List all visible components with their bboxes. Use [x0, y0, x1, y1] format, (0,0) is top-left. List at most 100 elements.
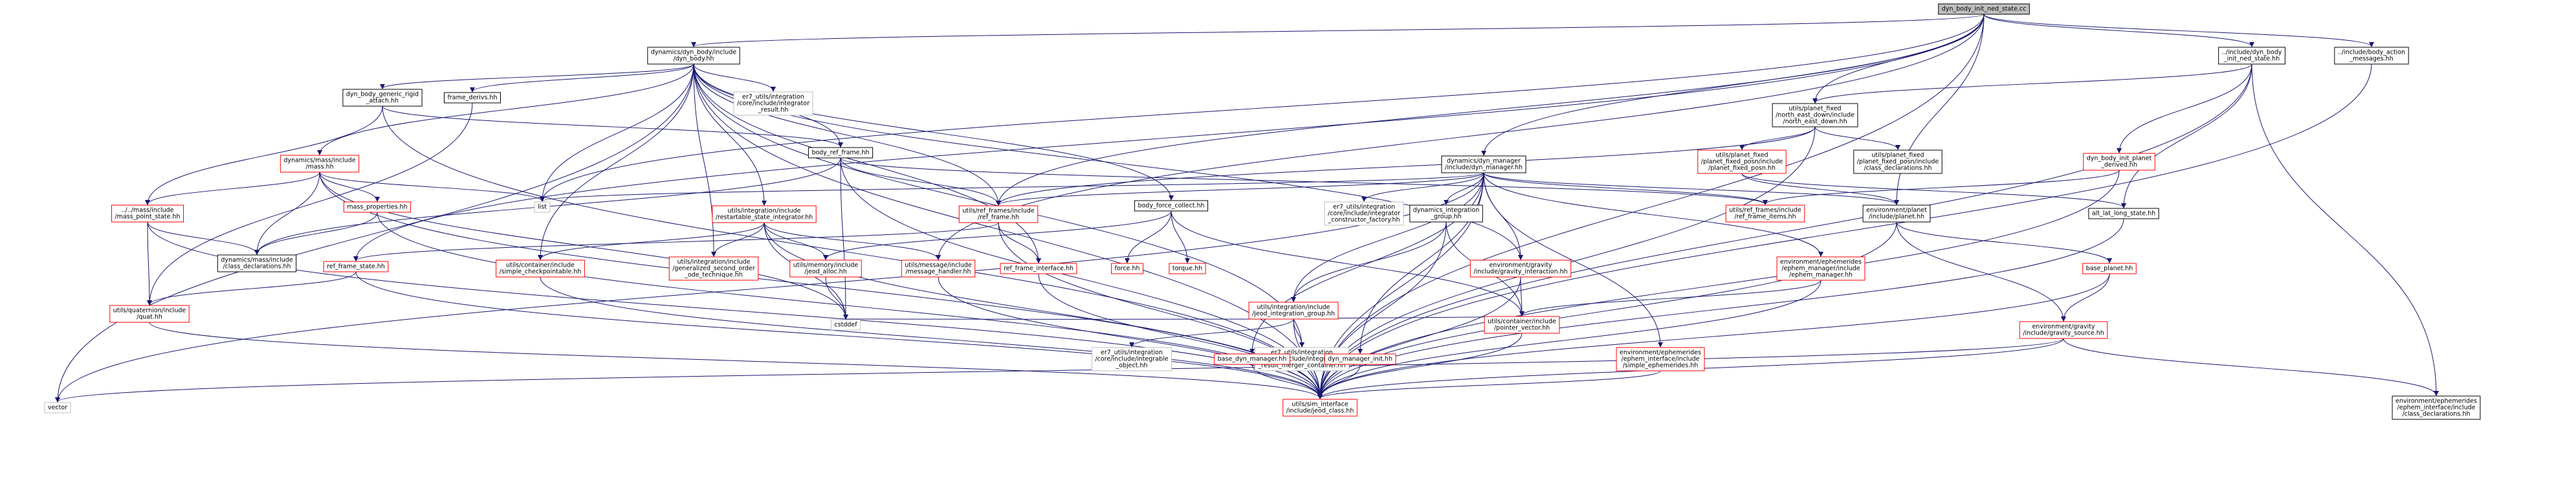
- node-planet-derived[interactable]: dyn_body_init_planet_derived.hh: [2083, 153, 2155, 171]
- node-er7-merger: er7_utils/integration/core/include/integ…: [1255, 347, 1349, 371]
- dependency-nodes: dyn_body_init_ned_state.cc dynamics/dyn_b…: [44, 3, 2481, 420]
- edge-simple-ephem-to-jeod-class: [1317, 370, 1661, 399]
- node-torque[interactable]: torque.hh: [1169, 263, 1206, 274]
- edge-base-planet-to-jeod-class: [1317, 273, 2110, 399]
- node-restartable[interactable]: utils/integration/include/restartable_st…: [712, 205, 817, 223]
- node-env-planet[interactable]: environment/planet/include/planet.hh: [1862, 204, 1931, 223]
- node-ref-frame-state[interactable]: ref_frame_state.hh: [323, 261, 389, 272]
- node-ref-frame-items[interactable]: utils/ref_frames/include/ref_frame_items…: [1725, 204, 1805, 223]
- node-dyn-body[interactable]: dynamics/dyn_body/include/dyn_body.hh: [647, 47, 740, 65]
- edge-dyn-body-to-gen-second-order: [693, 63, 716, 257]
- node-ned-hh[interactable]: utils/planet_fixed/north_east_down/inclu…: [1772, 103, 1858, 127]
- node-simple-ephem[interactable]: environment/ephemerides/ephem_interface/…: [1616, 347, 1705, 371]
- node-base-planet[interactable]: base_planet.hh: [2082, 263, 2137, 274]
- node-mass-props[interactable]: mass_properties.hh: [343, 201, 412, 213]
- node-ref-frames-rf[interactable]: utils/ref_frames/include/ref_frame.hh: [958, 205, 1039, 223]
- node-box: [808, 147, 874, 159]
- node-label-line: _result.hh: [758, 107, 789, 114]
- node-ref-frame-iface[interactable]: ref_frame_interface.hh: [1000, 263, 1077, 274]
- node-label-line: /ephem_interface/include: [1622, 356, 1700, 363]
- node-box: [1091, 347, 1172, 371]
- node-root[interactable]: dyn_body_init_ned_state.cc: [1938, 3, 2030, 15]
- edge-dyn-manager-to-jeod-integ-group: [1291, 172, 1484, 302]
- node-vector: vector: [44, 402, 71, 414]
- node-generic-rigid[interactable]: dyn_body_generic_rigid_attach.hh: [342, 89, 423, 107]
- node-pfp-hh[interactable]: utils/planet_fixed/planet_fixed_posn/inc…: [1697, 149, 1787, 174]
- edge-env-planet-to-gravity-source: [1896, 221, 2066, 322]
- edge-dyn-body-to-restartable: [693, 63, 767, 206]
- node-simple-ckpt[interactable]: utils/container/include/simple_checkpoin…: [496, 260, 585, 278]
- node-body-action-msg[interactable]: ../include/body_action_messages.hh: [2334, 47, 2409, 65]
- edge-dyn-manager-to-dyn-integ-group: [1444, 172, 1484, 205]
- edge-mass-hh-to-mass-point-state: [145, 171, 320, 205]
- node-force[interactable]: force.hh: [1111, 263, 1143, 274]
- edge-ned-hh-to-pf-class-decl: [1814, 126, 1900, 150]
- edge-dyn-body-to-mass-hh: [317, 63, 694, 155]
- node-label-line: /include/gravity_source.hh: [2023, 330, 2104, 337]
- node-box: [1697, 149, 1787, 174]
- node-label-line: dynamics/dyn_body/include: [651, 49, 736, 56]
- edge-body-force-to-jeod-alloc: [823, 210, 1172, 260]
- node-label-line: ref_frame_state.hh: [327, 263, 385, 271]
- edge-dyn-body-to-er7-integ-result: [693, 63, 776, 92]
- node-ephem-class-decl[interactable]: environment/ephemerides/ephem_interface/…: [2392, 395, 2481, 420]
- node-box: [343, 201, 412, 213]
- dependency-edges: [55, 14, 2439, 403]
- node-box: [668, 256, 759, 281]
- node-label-line: /ephem_manager/include: [1781, 265, 1860, 272]
- node-jeod-integ-group[interactable]: utils/integration/include/jeod_integrati…: [1248, 302, 1339, 320]
- edge-root-to-env-planet: [1894, 14, 1985, 205]
- edge-mass-point-state-to-jeod-class: [147, 221, 1323, 399]
- node-label-line: cstddef: [834, 322, 857, 329]
- node-dyn-mgr-init[interactable]: dyn_manager_init.hh: [1324, 353, 1396, 365]
- edge-dyn-integ-group-to-jeod-integ-group: [1291, 221, 1447, 302]
- node-box: [958, 205, 1039, 223]
- node-gravity-interaction[interactable]: environment/gravity/include/gravity_inte…: [1470, 260, 1572, 278]
- node-quat[interactable]: utils/quaternion/include/quat.hh: [109, 305, 190, 323]
- edge-dyn-body-to-list: [540, 63, 694, 202]
- edge-dyn-body-to-body-force: [693, 63, 1174, 201]
- node-box: [2083, 153, 2155, 171]
- node-gravity-source[interactable]: environment/gravity/include/gravity_sour…: [2019, 321, 2108, 339]
- node-label-line: _ode_technique.hh: [684, 272, 743, 279]
- node-box: [217, 254, 297, 272]
- node-init-ned[interactable]: ../include/dyn_body_init_ned_state.hh: [2218, 47, 2285, 65]
- edge-restartable-to-simple-ckpt: [538, 222, 765, 260]
- node-body-force[interactable]: body_force_collect.hh: [1134, 200, 1209, 212]
- node-dyn-integ-group[interactable]: dynamics_integration_group.hh: [1409, 204, 1483, 223]
- node-mass-hh[interactable]: dynamics/mass/include/mass.hh: [280, 155, 360, 173]
- node-pf-class-decl[interactable]: utils/planet_fixed/planet_fixed_posn/inc…: [1853, 149, 1943, 174]
- node-frame-derivs[interactable]: frame_derivs.hh: [444, 92, 501, 104]
- node-label-line: /core/include/integrator: [1266, 356, 1338, 363]
- node-label-line: environment/ephemerides: [1780, 259, 1862, 266]
- node-label-line: /dyn_body.hh: [674, 56, 714, 63]
- node-label-line: er7_utils/integration: [1101, 349, 1163, 357]
- node-label-line: /core/include/integrable: [1095, 356, 1168, 363]
- node-base-dyn-mgr[interactable]: base_dyn_manager.hh: [1214, 353, 1290, 365]
- node-label-line: /mass_point_state.hh: [115, 214, 180, 221]
- node-pointer-vector[interactable]: utils/container/include/pointer_vector.h…: [1484, 316, 1560, 334]
- edge-dyn-body-to-generic-rigid: [380, 63, 694, 89]
- node-box: [1169, 263, 1206, 274]
- node-label-line: /quat.hh: [137, 314, 162, 321]
- edge-restartable-to-message-handler: [764, 222, 941, 260]
- node-body-ref-frame[interactable]: body_ref_frame.hh: [808, 147, 874, 159]
- node-alt-lat-long[interactable]: alt_lat_long_state.hh: [2088, 208, 2159, 219]
- edge-mass-props-to-mass-class-decl: [254, 212, 378, 255]
- node-label-line: /include/gravity_interaction.hh: [1473, 269, 1567, 276]
- edge-gravity-source-to-ephem-class-decl: [2063, 338, 2439, 396]
- node-box: [111, 204, 184, 223]
- node-ephem-manager[interactable]: environment/ephemerides/ephem_manager/in…: [1776, 256, 1866, 281]
- node-gen-second-order[interactable]: utils/integration/include/generalized_se…: [668, 256, 759, 281]
- node-mass-class-decl[interactable]: dynamics/mass/include/class_declarations…: [217, 254, 297, 272]
- node-label-line: environment/ephemerides: [1620, 349, 1701, 357]
- node-dyn-manager[interactable]: dynamics/dyn_manager/include/dyn_manager…: [1441, 155, 1526, 173]
- node-label-line: _result_merger_container.hh: [1258, 362, 1346, 370]
- node-box: [1725, 204, 1805, 223]
- node-label-line: /include/jeod_class.hh: [1286, 408, 1354, 415]
- node-jeod-class[interactable]: utils/sim_interface/include/jeod_class.h…: [1282, 399, 1358, 417]
- node-message-handler[interactable]: utils/message/include/message_handler.hh: [901, 260, 976, 278]
- node-mass-point-state[interactable]: ../../mass/include/mass_point_state.hh: [111, 204, 184, 223]
- edge-init-ned-to-jeod-class: [1317, 63, 2252, 399]
- node-jeod-alloc[interactable]: utils/memory/include/jeod_alloc.hh: [789, 260, 862, 278]
